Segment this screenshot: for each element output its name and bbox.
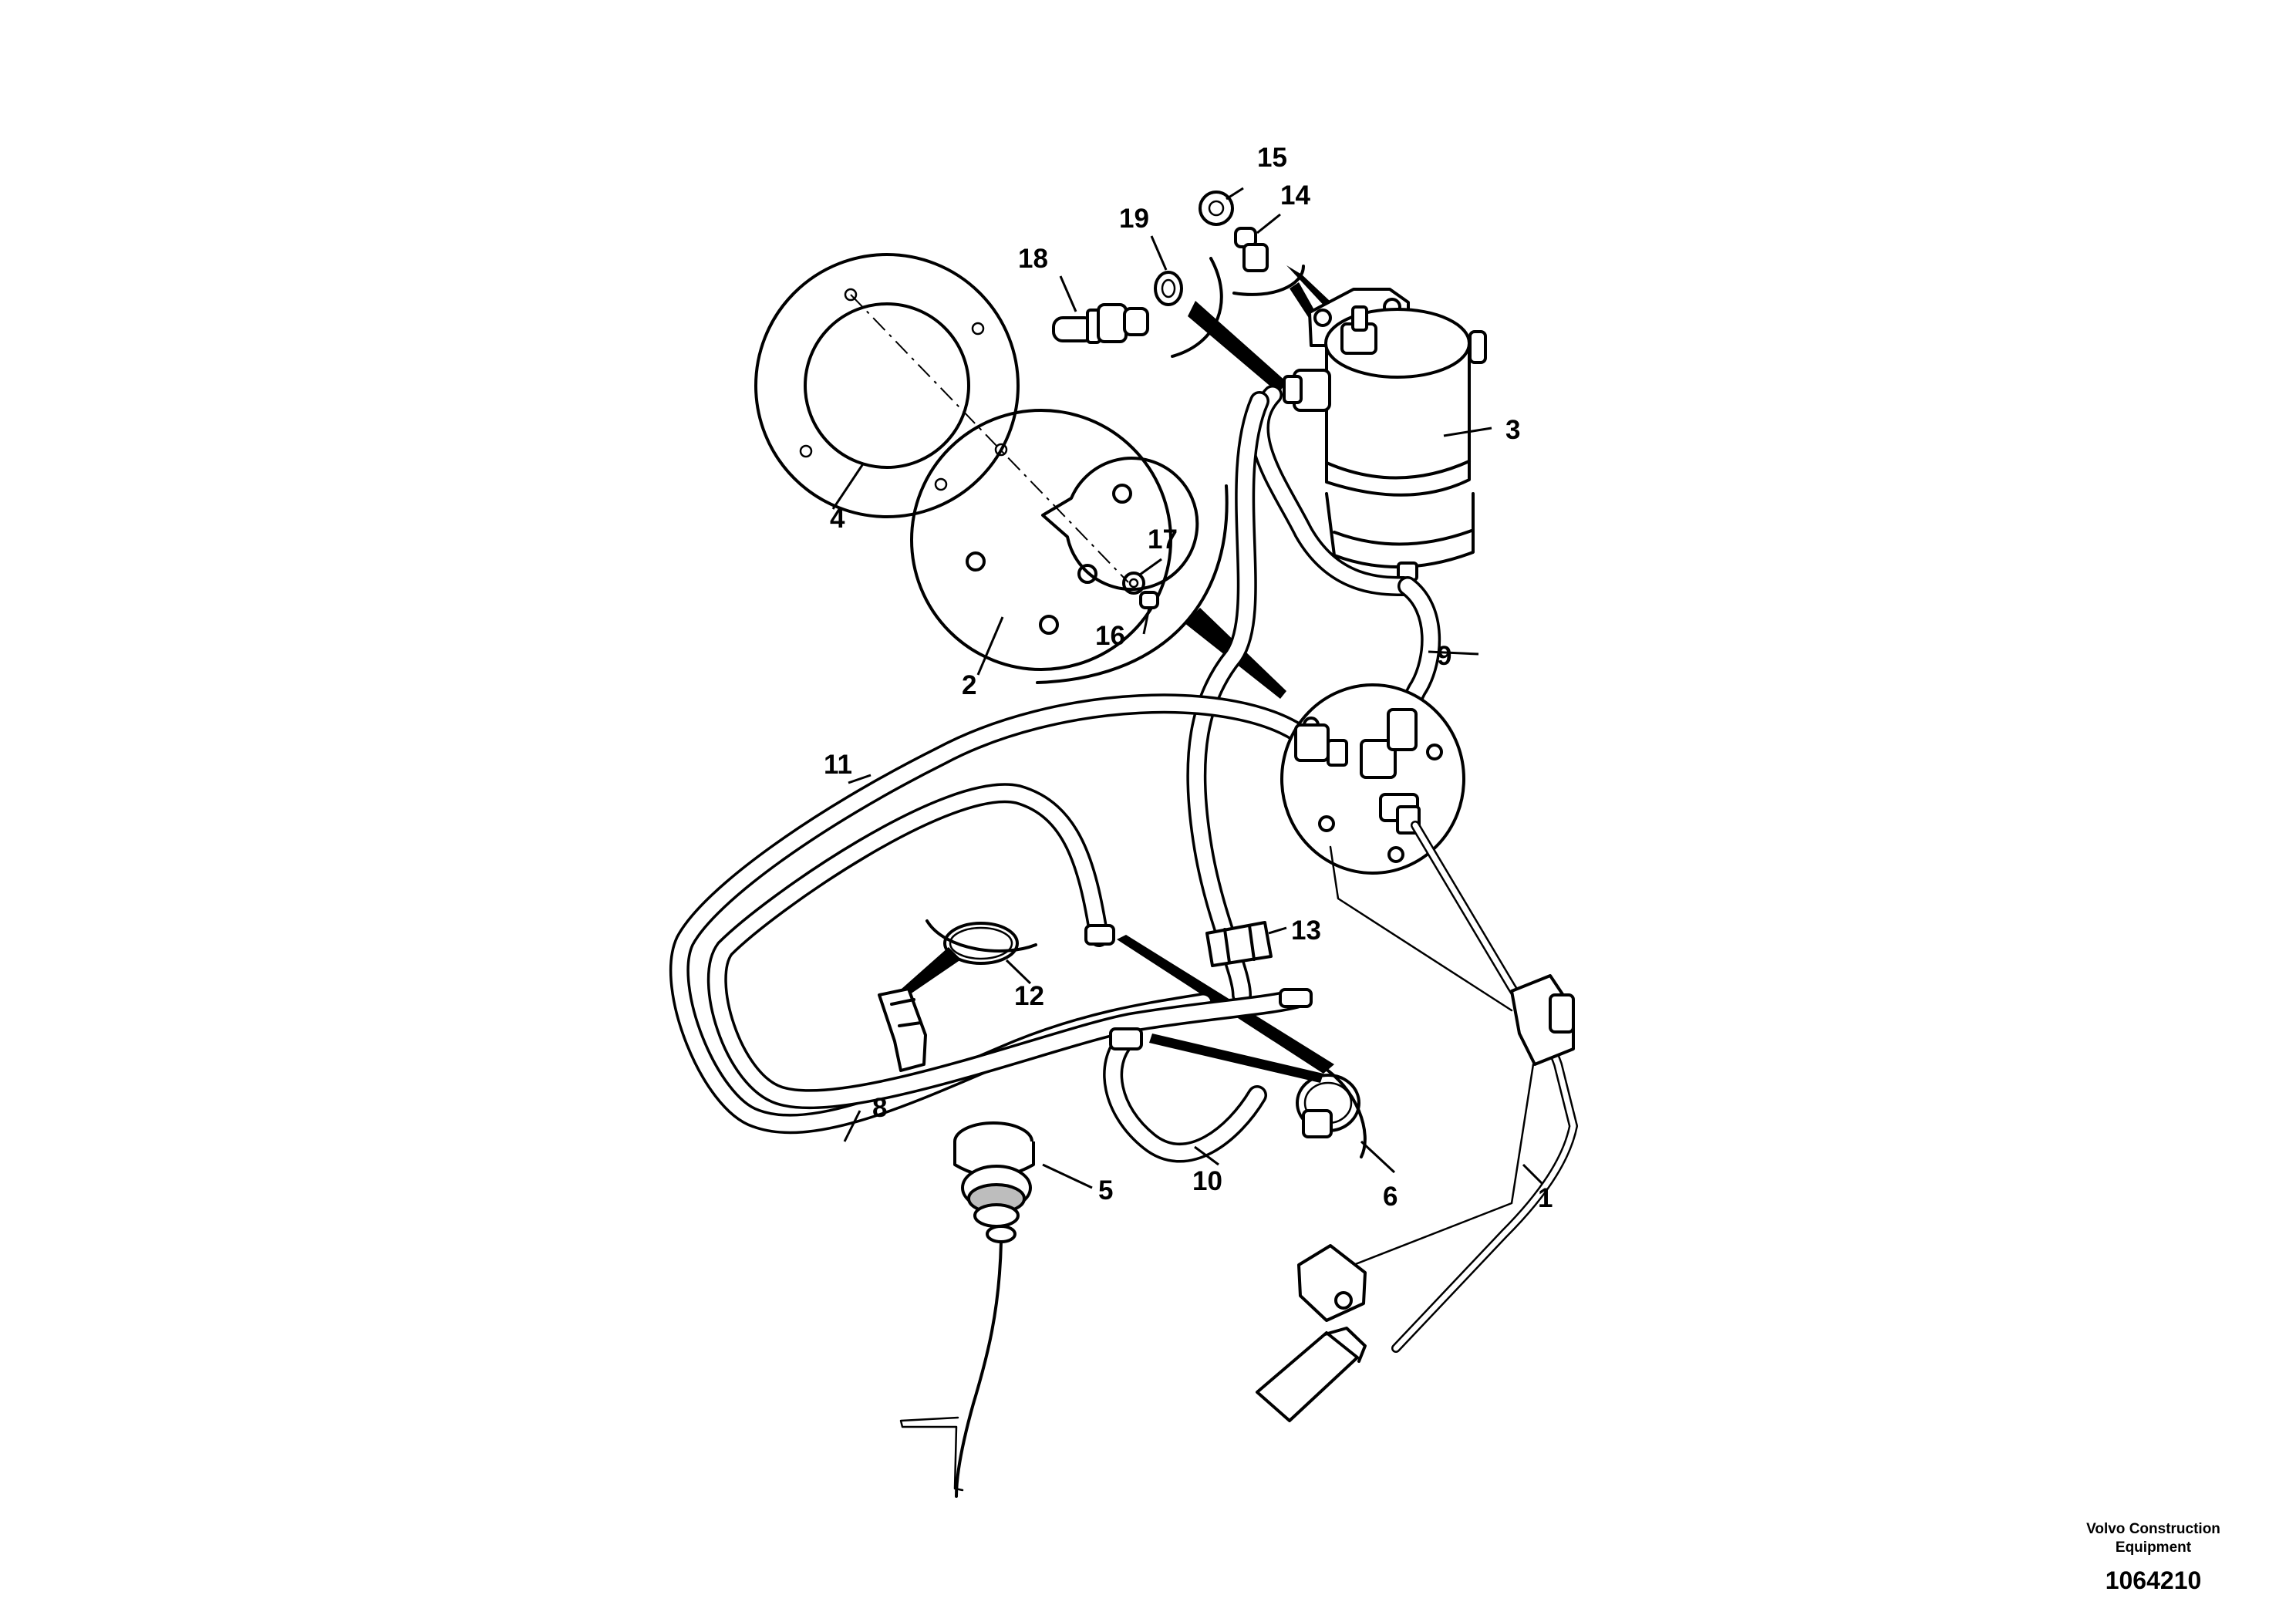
hose-end-fitting bbox=[1279, 988, 1313, 1008]
callout-3: 3 bbox=[1505, 415, 1520, 445]
leader-lines bbox=[831, 187, 1544, 1189]
brand-name: Volvo Construction Equipment bbox=[2086, 1521, 2220, 1556]
detail-arc-plate bbox=[1036, 484, 1229, 684]
wedge-12 bbox=[895, 947, 961, 1003]
part-3-fuel-filter bbox=[1283, 288, 1487, 582]
wedge-18-19 bbox=[1188, 301, 1286, 393]
callout-19: 19 bbox=[1119, 204, 1149, 234]
callout-2: 2 bbox=[962, 670, 976, 700]
callout-9: 9 bbox=[1437, 641, 1451, 671]
part-13-clamp bbox=[1205, 921, 1273, 967]
callout-17: 17 bbox=[1148, 524, 1178, 555]
callout-18: 18 bbox=[1018, 244, 1048, 274]
footer: Volvo Construction Equipment 1064210 bbox=[2065, 1520, 2242, 1595]
diagram-part-number: 1064210 bbox=[2105, 1566, 2202, 1594]
part-1-connector-plug bbox=[1297, 1244, 1367, 1322]
part-1-harness bbox=[1391, 821, 1578, 1353]
elbow-fitting bbox=[878, 987, 927, 1072]
part-1-sensor-tip bbox=[1256, 1327, 1367, 1422]
part-16-screw bbox=[1139, 591, 1159, 609]
callout-8: 8 bbox=[872, 1093, 887, 1123]
callout-6: 6 bbox=[1383, 1182, 1397, 1212]
detail-arc-12 bbox=[925, 919, 1037, 953]
part-15-washer bbox=[1199, 191, 1234, 226]
part-12-o-ring bbox=[943, 922, 1019, 965]
wedge-6b bbox=[1149, 1034, 1323, 1083]
callout-5: 5 bbox=[1098, 1175, 1113, 1206]
part-1-connector-top bbox=[1510, 974, 1575, 1066]
part-14-bolt bbox=[1234, 227, 1269, 272]
callout-15: 15 bbox=[1257, 143, 1287, 173]
part-6-hose-clamp bbox=[1296, 1074, 1360, 1138]
detail-arc-18-19 bbox=[1171, 257, 1223, 358]
part-5-dipstick bbox=[955, 1240, 1003, 1498]
part-2-mounting-plate bbox=[910, 409, 1199, 671]
callout-10: 10 bbox=[1192, 1166, 1222, 1196]
callout-11: 11 bbox=[824, 750, 852, 780]
callout-1: 1 bbox=[1538, 1183, 1553, 1213]
detail-arc-14-15 bbox=[1232, 265, 1305, 296]
hose-end-fitting bbox=[1084, 924, 1115, 946]
part-4-gasket bbox=[754, 253, 1020, 518]
alignment-axis bbox=[850, 294, 1129, 583]
callout-4: 4 bbox=[830, 504, 845, 534]
part-17-washer bbox=[1122, 572, 1145, 595]
callout-16: 16 bbox=[1095, 621, 1125, 651]
part-5-fuel-cap bbox=[953, 1121, 1035, 1243]
callout-12: 12 bbox=[1014, 981, 1044, 1011]
fuel-level-sender bbox=[1280, 683, 1465, 875]
part-18-connector bbox=[1052, 303, 1149, 344]
part-19-o-ring bbox=[1154, 271, 1183, 306]
hose-end-fitting bbox=[1109, 1027, 1143, 1050]
callout-14: 14 bbox=[1280, 180, 1310, 211]
part-1-ground-wire bbox=[1329, 845, 1513, 1012]
callout-13: 13 bbox=[1291, 916, 1321, 946]
